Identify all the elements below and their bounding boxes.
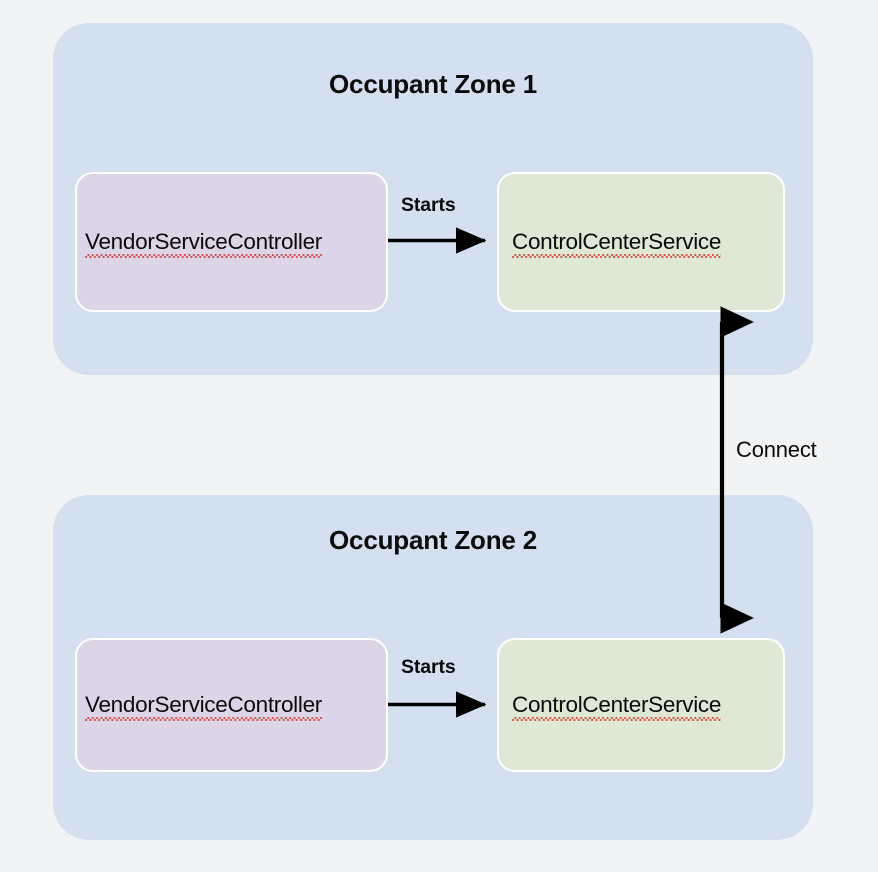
edge-label-starts-2: Starts (401, 656, 456, 678)
node-vendor-service-controller-2[interactable]: VendorServiceController (75, 638, 388, 772)
edge-label-starts-1: Starts (401, 194, 456, 216)
node-label-vendor-service-controller-2: VendorServiceController (85, 691, 322, 721)
node-label-control-center-service-1: ControlCenterService (512, 228, 722, 258)
node-vendor-service-controller-1[interactable]: VendorServiceController (75, 172, 388, 312)
edge-label-connect: Connect (736, 437, 817, 462)
node-control-center-service-1[interactable]: ControlCenterService (497, 172, 785, 312)
node-label-control-center-service-2: ControlCenterService (512, 691, 722, 721)
zone-title-2: Occupant Zone 2 (329, 525, 537, 555)
zone-title-1: Occupant Zone 1 (329, 69, 537, 99)
node-control-center-service-2[interactable]: ControlCenterService (497, 638, 785, 772)
node-label-vendor-service-controller-1: VendorServiceController (85, 228, 322, 258)
